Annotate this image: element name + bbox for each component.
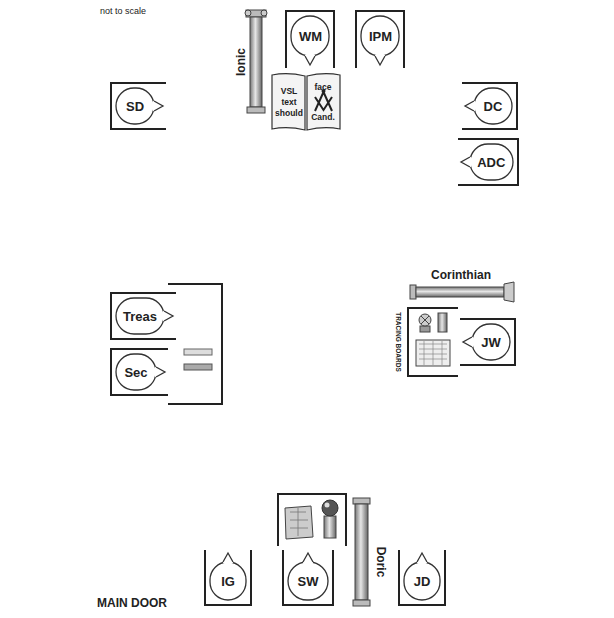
column-label: Ionic [234, 48, 248, 76]
sw-pedestal [278, 494, 346, 546]
officer-seat: SW [282, 550, 334, 606]
officer-seat: ADC [458, 138, 519, 186]
ionic-column [245, 10, 267, 113]
officer-seat: Sec [110, 348, 168, 396]
officer-seat: SD [110, 82, 166, 130]
officer-seat: WM [285, 10, 335, 68]
officer-title: DC [484, 99, 503, 114]
door-label: MAIN DOOR [97, 596, 167, 610]
officer-title: JD [414, 574, 431, 589]
officer-title: SW [298, 574, 319, 589]
vsl-book: VSL text shouldface Cand. [270, 72, 342, 132]
column-label: Doric [374, 547, 388, 578]
officer-title: IPM [369, 29, 392, 44]
officer-title: WM [299, 29, 322, 44]
doric-column [353, 498, 370, 606]
book-outline [270, 72, 342, 132]
jw-pedestal [408, 308, 458, 376]
officer-seat: IPM [355, 10, 405, 68]
officer-title: ADC [477, 155, 505, 170]
officer-seat: IG [204, 550, 252, 606]
officer-seat: JW [460, 318, 516, 366]
officer-seat: DC [462, 82, 518, 130]
officer-title: JW [481, 335, 501, 350]
book-text: VSL text should [273, 86, 305, 119]
board-label: TRACING BOARDS [395, 312, 402, 372]
officer-title: Treas [123, 309, 157, 324]
officer-title: IG [221, 574, 235, 589]
book-text: face Cand. [307, 72, 339, 132]
column-label: Corinthian [431, 268, 491, 282]
officer-title: Sec [124, 365, 147, 380]
secretary-table [168, 284, 222, 404]
officer-seat: Treas [110, 292, 176, 340]
scale-note: not to scale [100, 6, 146, 16]
corinthian-column [410, 282, 514, 302]
officer-title: SD [126, 99, 144, 114]
officer-seat: JD [398, 550, 446, 606]
